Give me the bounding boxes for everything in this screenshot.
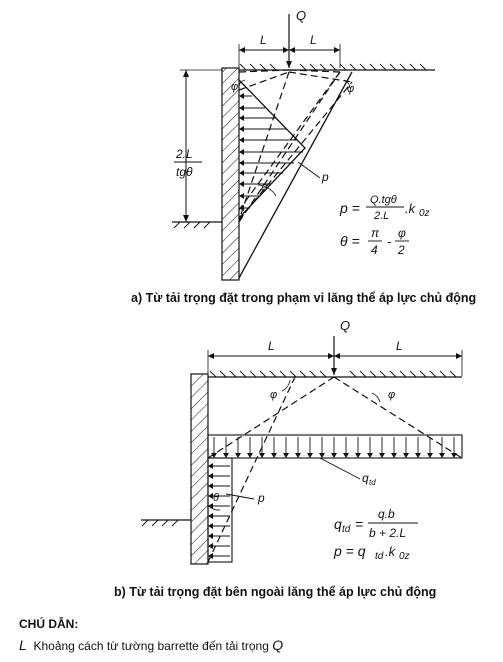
- height-num-a: 2.L: [175, 147, 193, 161]
- svg-text:p =: p =: [339, 200, 360, 216]
- qtd-label-b: q td: [362, 471, 376, 487]
- height-den-a: tgθ: [176, 165, 193, 179]
- svg-text:π: π: [371, 226, 380, 240]
- ground-hatch-b: [209, 370, 457, 378]
- svg-text:.k: .k: [385, 544, 397, 559]
- svg-text:td: td: [369, 478, 376, 487]
- pressure-arrows-a: [241, 95, 303, 209]
- svg-text:θ =: θ =: [340, 233, 360, 249]
- phi-left-a: φ: [231, 81, 238, 93]
- legend-heading: CHÚ DẪN:: [19, 617, 79, 631]
- svg-text:-: -: [387, 234, 392, 249]
- diagram-a: Q L L 2.L tgθ: [172, 8, 435, 281]
- side-pressure-b: [207, 457, 233, 563]
- svg-text:=: =: [355, 516, 363, 532]
- svg-text:b + 2.L: b + 2.L: [369, 526, 406, 540]
- svg-text:q: q: [334, 516, 342, 532]
- svg-text:φ: φ: [398, 226, 406, 240]
- formula-p-b: p = q td .k 0z: [333, 543, 410, 562]
- svg-text:p = q: p = q: [333, 543, 366, 559]
- svg-text:4: 4: [371, 243, 378, 257]
- legend-symbol: L: [19, 637, 27, 653]
- theta-a: θ: [261, 183, 267, 195]
- slip-lines-b: [207, 376, 463, 563]
- legend-line: L Khoảng cách từ tường barrette đến tải …: [19, 637, 283, 653]
- phi-left-b: φ: [270, 389, 277, 401]
- ground-hatch-a: [239, 63, 427, 71]
- svg-text:td: td: [342, 524, 351, 535]
- dim-left-b: L: [268, 339, 275, 353]
- dim-right-b: L: [396, 339, 403, 353]
- p-label-a: p: [321, 170, 329, 184]
- load-label-a: Q: [296, 8, 306, 23]
- svg-text:q: q: [362, 471, 369, 485]
- caption-a: a) Từ tải trọng đặt trong phạm vi lăng t…: [131, 291, 477, 305]
- svg-text:td: td: [375, 551, 384, 562]
- formula-q-b: q td = q.b b + 2.L: [334, 507, 418, 540]
- qtd-load-block: [207, 434, 463, 459]
- pressure-triangle-a: [238, 79, 306, 219]
- caption-b: b) Từ tải trọng đặt bên ngoài lăng thể á…: [114, 585, 437, 599]
- dim-left-a: L: [260, 33, 267, 47]
- legend-symbol-end: Q: [272, 637, 284, 653]
- load-label-b: Q: [340, 318, 350, 333]
- side-pressure-arrows-b: [210, 465, 230, 557]
- svg-text:0z: 0z: [399, 551, 410, 562]
- diagram-b: Q L L: [141, 318, 463, 565]
- phi-right-b: φ: [388, 389, 395, 401]
- formula-theta-a: θ = π 4 - φ 2: [340, 226, 409, 257]
- failure-plane-a: [238, 71, 353, 279]
- svg-text:0z: 0z: [419, 208, 430, 219]
- svg-text:.k: .k: [405, 201, 417, 216]
- svg-text:Q.tgθ: Q.tgθ: [370, 194, 397, 206]
- theta-b: θ: [213, 492, 219, 504]
- wall-a: [221, 67, 240, 281]
- svg-text:2: 2: [397, 243, 405, 257]
- base-ground-hatch-a: [173, 221, 211, 229]
- qtd-arrows: [213, 437, 455, 456]
- phi-right-a: φ: [347, 83, 354, 95]
- legend-text: Khoảng cách từ tường barrette đến tải tr…: [33, 639, 269, 653]
- wall-b: [190, 373, 209, 565]
- dim-right-a: L: [310, 33, 317, 47]
- svg-text:q.b: q.b: [378, 507, 395, 521]
- p-label-b: p: [257, 491, 265, 505]
- svg-text:2.L: 2.L: [373, 210, 389, 222]
- formula-p-a: p = Q.tgθ 2.L .k 0z: [339, 194, 430, 222]
